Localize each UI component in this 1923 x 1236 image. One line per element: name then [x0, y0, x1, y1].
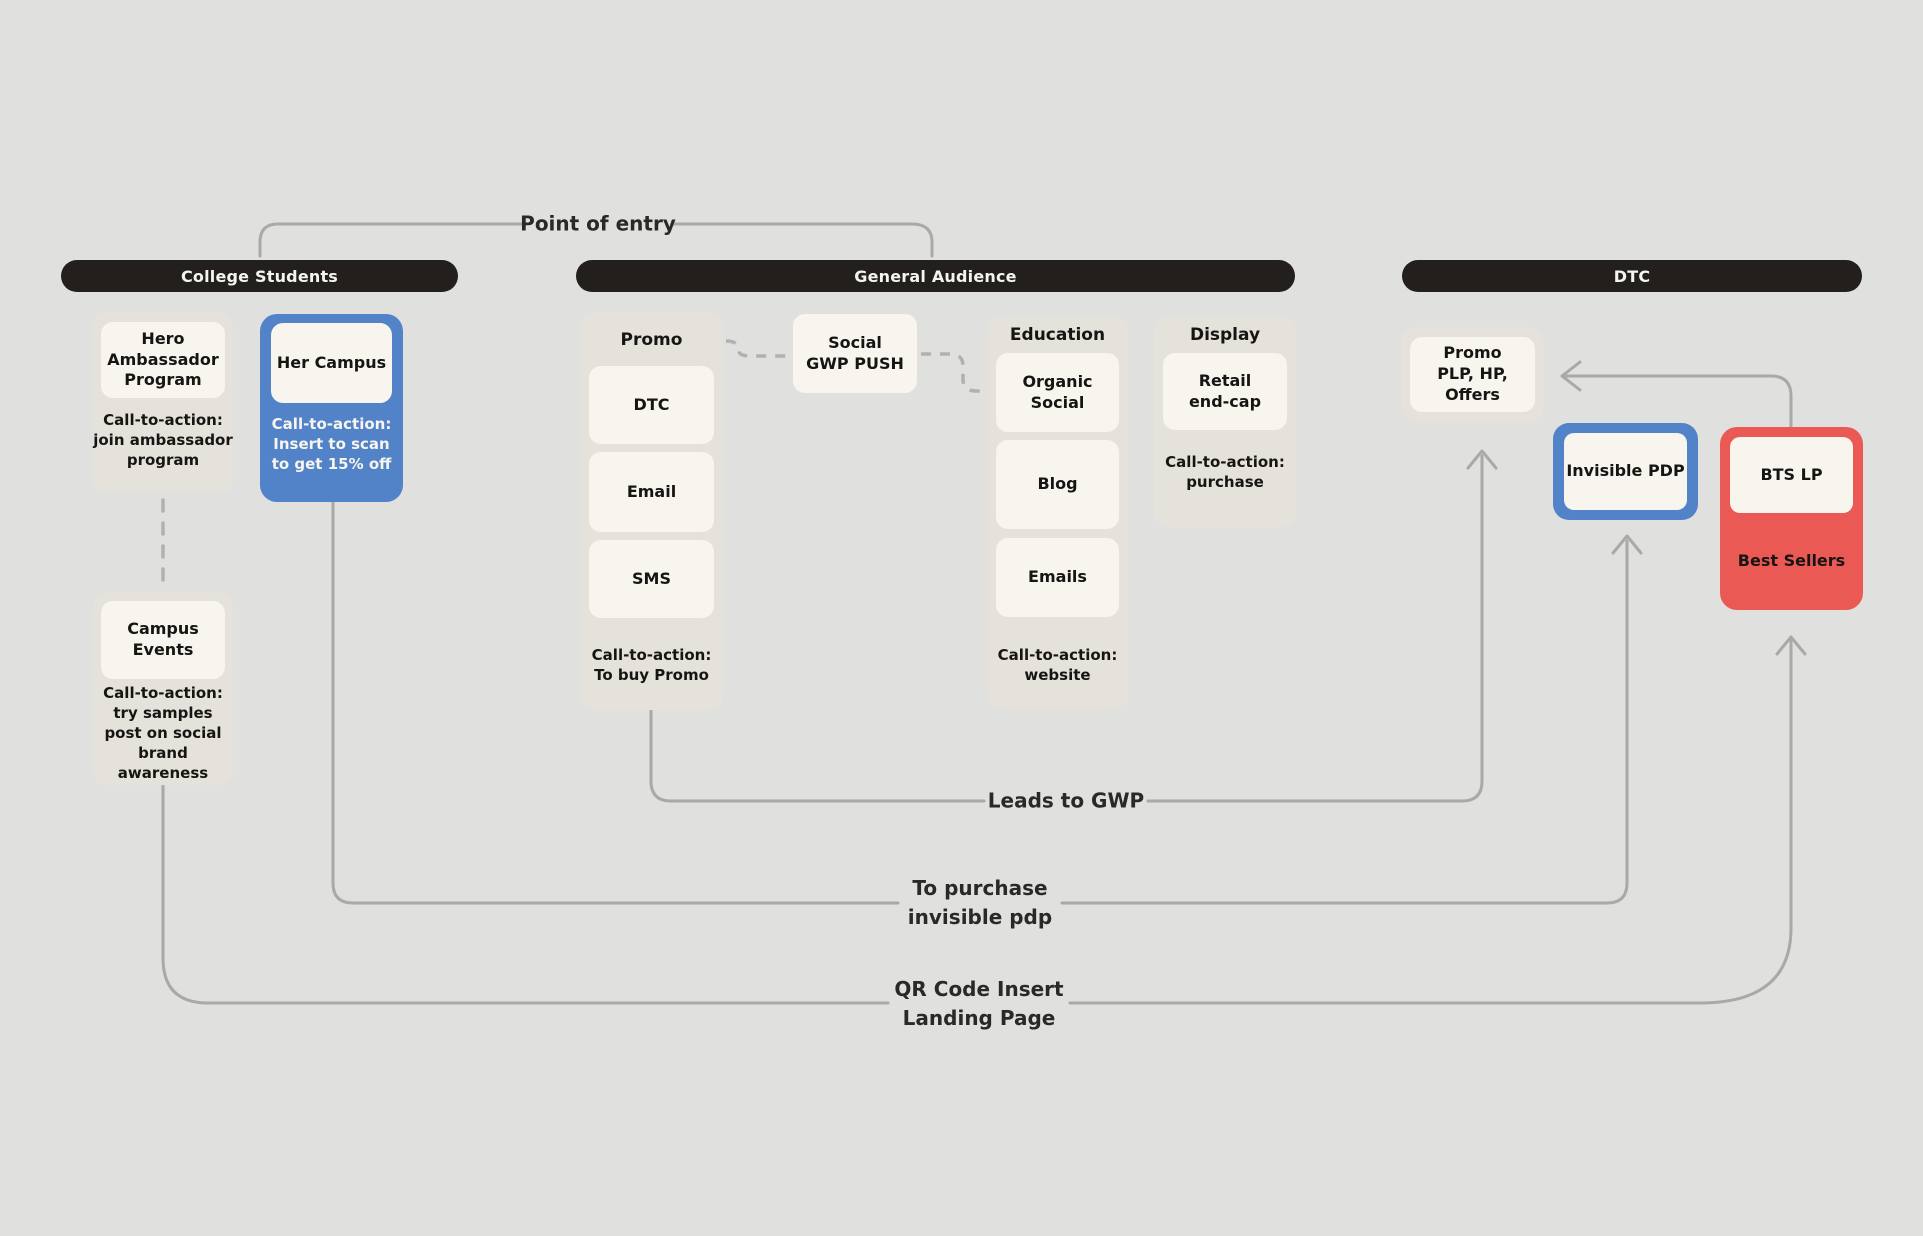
- display-group[interactable]: Display Retail end-cap Call-to-action: p…: [1154, 317, 1296, 527]
- section-header-dtc[interactable]: DTC: [1402, 260, 1862, 292]
- display-group-label: Display: [1189, 325, 1261, 345]
- connector-promo-to-plp: [649, 708, 986, 803]
- campus-events-card[interactable]: Campus Events: [101, 601, 225, 679]
- invisible-pdp-card[interactable]: Invisible PDP: [1553, 423, 1698, 520]
- best-sellers-label: Best Sellers: [1737, 551, 1846, 570]
- flow-label-qr-code-insert: QR Code Insert Landing Page: [894, 977, 1064, 1030]
- campus-events-cta: Call-to-action: try samples post on soci…: [103, 684, 223, 782]
- connector-bts-to-plp: [1562, 374, 1793, 429]
- connector-point-of-entry-left: [258, 222, 526, 258]
- education-item-blog[interactable]: Blog: [996, 440, 1119, 529]
- bts-lp-label-card[interactable]: BTS LP: [1730, 437, 1853, 513]
- flow-label-point-of-entry: Point of entry: [520, 211, 676, 236]
- section-header-general-audience[interactable]: General Audience: [576, 260, 1295, 292]
- campus-events-group[interactable]: Campus Events Call-to-action: try sample…: [93, 593, 233, 785]
- invisible-pdp-label-card[interactable]: Invisible PDP: [1564, 433, 1687, 510]
- promo-group-cta: Call-to-action: To buy Promo: [591, 646, 712, 684]
- her-campus-card[interactable]: Her Campus Call-to-action: Insert to sca…: [260, 314, 403, 502]
- social-gwp-push-card[interactable]: Social GWP PUSH: [793, 314, 917, 393]
- arrowhead-invisible-pdp: [1611, 534, 1643, 555]
- arrowhead-plp-left: [1560, 360, 1582, 392]
- hero-ambassador-group[interactable]: Hero Ambassador Program Call-to-action: …: [93, 312, 233, 493]
- promo-group[interactable]: Promo DTC Email SMS Call-to-action: To b…: [580, 313, 723, 710]
- promo-plp-group[interactable]: Promo PLP, HP, Offers: [1402, 327, 1543, 422]
- promo-item-email[interactable]: Email: [589, 452, 714, 532]
- flow-label-leads-to-gwp: Leads to GWP: [987, 788, 1145, 813]
- arrowhead-promo-plp: [1466, 449, 1498, 470]
- flow-label-to-purchase-invisible-pdp: To purchase invisible pdp: [907, 876, 1053, 929]
- promo-plp-card[interactable]: Promo PLP, HP, Offers: [1410, 337, 1535, 412]
- display-group-cta: Call-to-action: purchase: [1165, 453, 1285, 491]
- her-campus-title-card[interactable]: Her Campus: [271, 323, 392, 403]
- connector-hercampus-to-invisiblepdp-2: [1060, 539, 1629, 905]
- connector-promo-to-plp-2: [1146, 454, 1484, 803]
- education-group-label: Education: [1009, 325, 1106, 345]
- connector-social-to-organic-dashed: [921, 352, 993, 393]
- arrowhead-bts-lp: [1775, 635, 1807, 656]
- education-item-organic-social[interactable]: Organic Social: [996, 353, 1119, 432]
- promo-item-dtc[interactable]: DTC: [589, 366, 714, 444]
- education-item-emails[interactable]: Emails: [996, 538, 1119, 617]
- promo-group-label: Promo: [620, 330, 683, 350]
- promo-item-sms[interactable]: SMS: [589, 540, 714, 618]
- education-group[interactable]: Education Organic Social Blog Emails Cal…: [987, 317, 1128, 709]
- connector-point-of-entry-right: [670, 222, 934, 258]
- display-item-retail-endcap[interactable]: Retail end-cap: [1163, 353, 1287, 430]
- section-header-college-students[interactable]: College Students: [61, 260, 458, 292]
- connector-promo-to-social-dashed: [688, 339, 789, 358]
- her-campus-cta: Call-to-action: Insert to scan to get 15…: [271, 415, 392, 473]
- connector-hercampus-to-invisiblepdp: [331, 500, 900, 905]
- education-group-cta: Call-to-action: website: [997, 646, 1118, 684]
- hero-ambassador-card[interactable]: Hero Ambassador Program: [101, 322, 225, 398]
- bts-lp-card[interactable]: BTS LP Best Sellers: [1720, 427, 1863, 610]
- hero-ambassador-cta: Call-to-action: join ambassador program: [93, 411, 233, 469]
- connector-campus-to-bts-2: [1068, 638, 1793, 1005]
- connector-campus-to-bts: [161, 783, 890, 1005]
